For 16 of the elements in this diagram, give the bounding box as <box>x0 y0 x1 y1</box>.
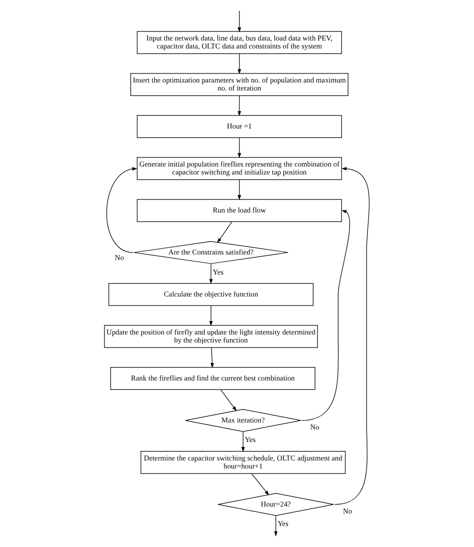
arrow <box>251 473 270 496</box>
arrow <box>209 264 213 284</box>
arrow <box>238 138 242 158</box>
arrow <box>274 515 278 536</box>
arrow <box>238 54 242 74</box>
arrow <box>241 431 245 452</box>
arrow <box>210 348 214 368</box>
arrow <box>238 180 242 200</box>
arrow <box>209 306 213 326</box>
arrow <box>238 11 242 32</box>
arrow <box>106 167 138 253</box>
arrow <box>301 210 350 421</box>
arrow <box>217 222 232 243</box>
arrow <box>334 166 370 505</box>
arrow <box>220 389 237 412</box>
arrow <box>238 96 242 116</box>
